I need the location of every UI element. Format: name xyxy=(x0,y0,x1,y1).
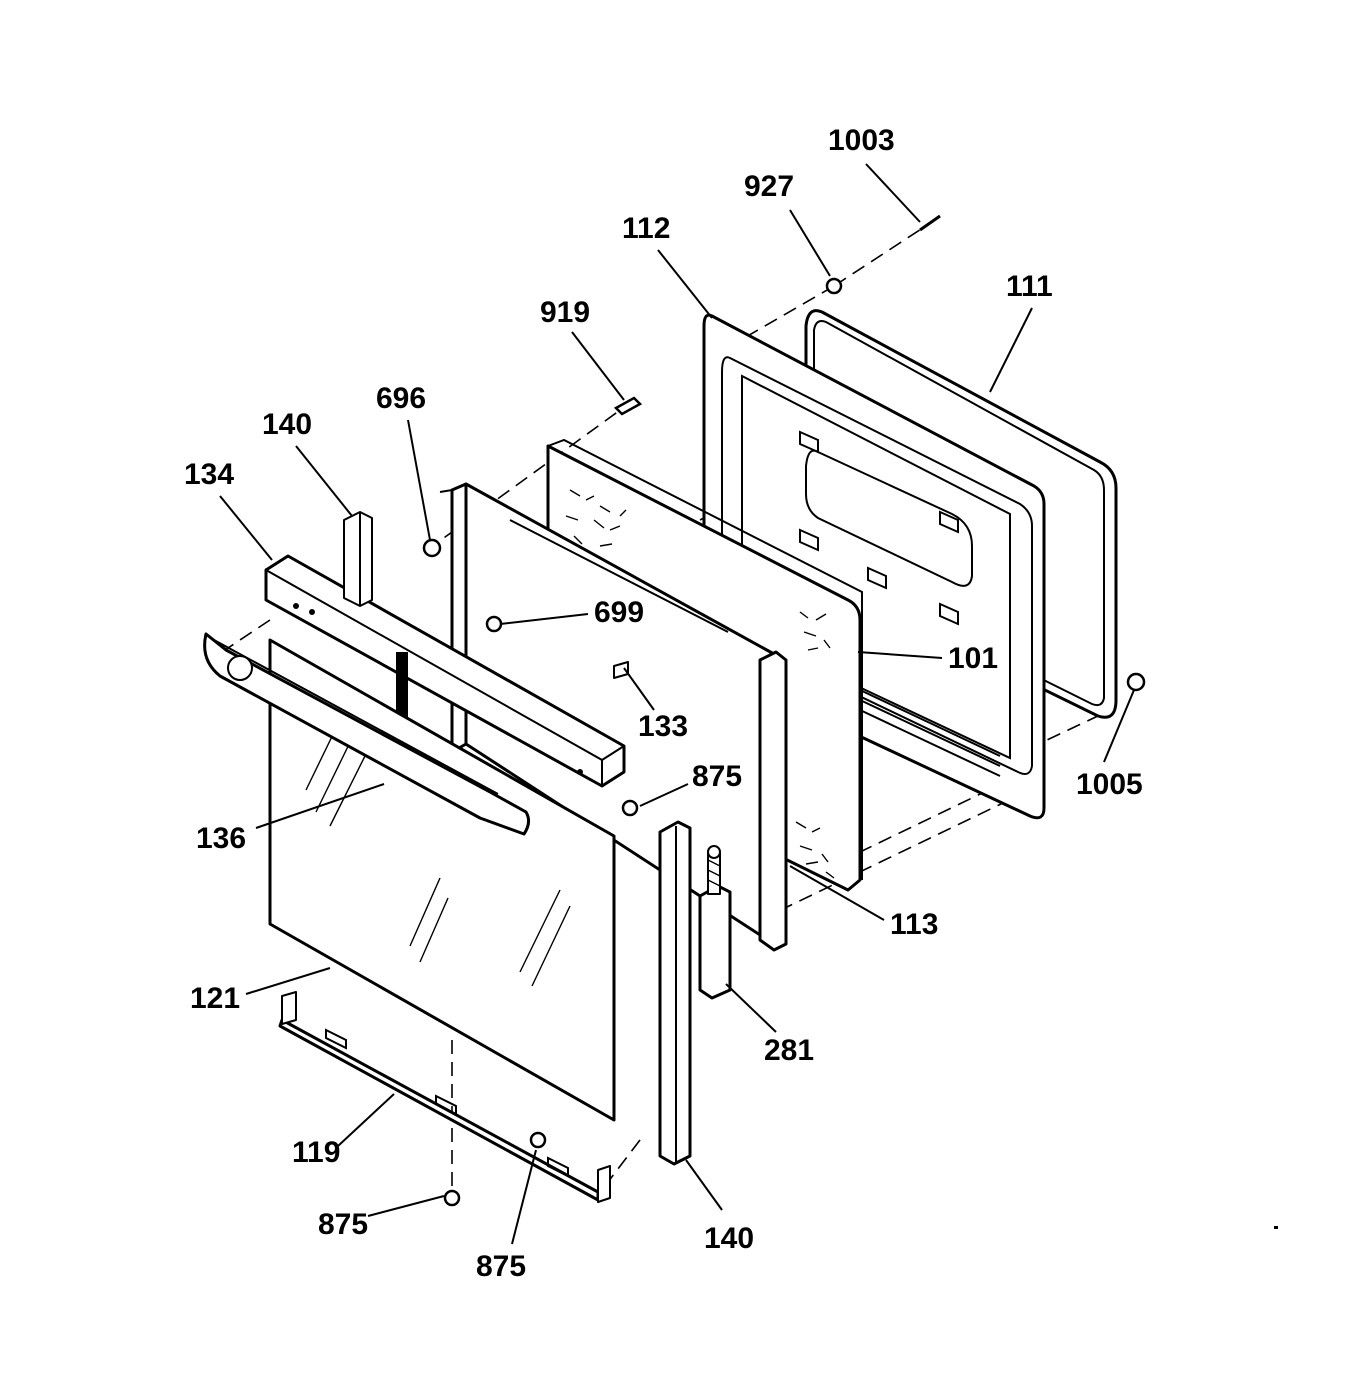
fastener-1005-bumper xyxy=(1126,672,1146,692)
callout-927: 927 xyxy=(744,170,794,203)
callout-1005: 1005 xyxy=(1076,768,1143,801)
part-136-handle xyxy=(203,632,531,836)
part-119-bottom-trim xyxy=(278,991,611,1203)
callout-875-mid: 875 xyxy=(692,760,742,793)
callout-133: 133 xyxy=(638,710,688,743)
callout-281: 281 xyxy=(764,1034,814,1067)
fastener-927-washer xyxy=(825,277,843,295)
callout-111: 111 xyxy=(1006,270,1053,303)
callout-101: 101 xyxy=(948,642,998,675)
part-140-side-bracket xyxy=(658,820,692,1166)
callout-699: 699 xyxy=(594,596,644,629)
part-281-hinge xyxy=(698,845,732,1000)
part-121-glass-panel xyxy=(268,638,616,1122)
stray-mark xyxy=(1274,1226,1278,1229)
leader-lines xyxy=(219,163,1135,1245)
callout-121: 121 xyxy=(190,982,240,1015)
fastener-875-left xyxy=(443,1189,461,1207)
callout-1003: 1003 xyxy=(828,124,895,157)
callout-875-bottom: 875 xyxy=(476,1250,526,1283)
callout-696: 696 xyxy=(376,382,426,415)
fastener-699-screw xyxy=(485,615,503,633)
callout-140-bottom: 140 xyxy=(704,1222,754,1255)
callout-labels: 1003 927 112 111 919 696 140 134 699 101… xyxy=(184,124,1143,1283)
callout-119: 119 xyxy=(292,1136,340,1169)
fasteners xyxy=(422,214,1146,1207)
fastener-696-screw xyxy=(422,538,442,558)
part-140-top-bracket xyxy=(343,511,373,607)
callout-113: 113 xyxy=(890,908,938,941)
fastener-919-pin xyxy=(613,396,643,416)
fastener-875-mid xyxy=(621,799,639,817)
callout-134: 134 xyxy=(184,458,234,491)
callout-875-left: 875 xyxy=(318,1208,368,1241)
callout-112: 112 xyxy=(622,212,670,245)
fastener-875-bottom xyxy=(529,1131,547,1149)
callout-140-top: 140 xyxy=(262,408,312,441)
callout-919: 919 xyxy=(540,296,590,329)
callout-136: 136 xyxy=(196,822,246,855)
part-134-trim-panel xyxy=(264,554,626,788)
